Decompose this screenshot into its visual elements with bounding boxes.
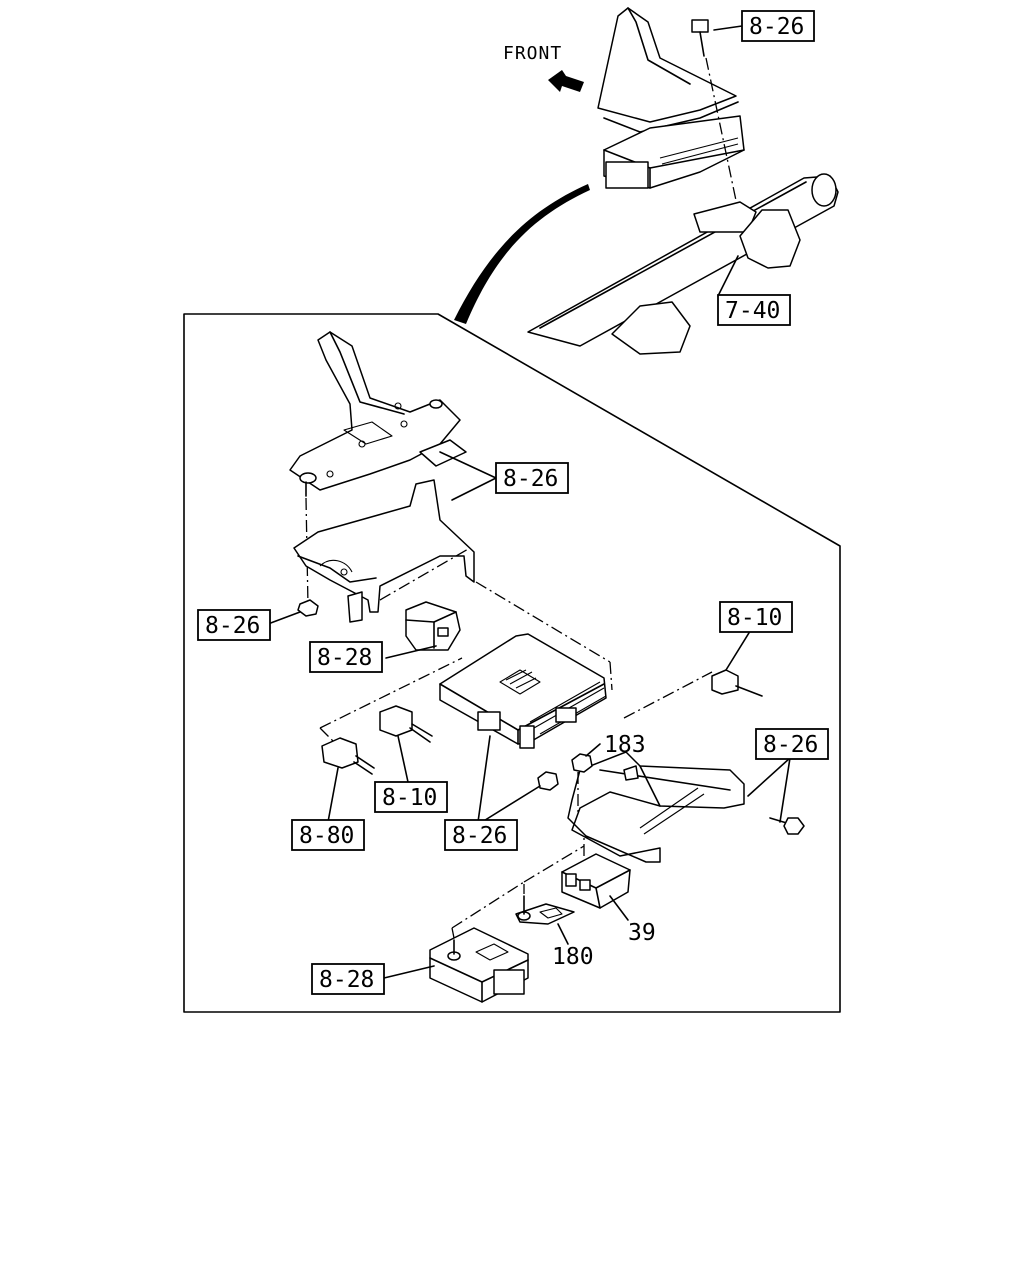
harness-plug — [711, 669, 739, 695]
callout-connector-8-28: 8-28 — [317, 645, 372, 671]
callout-box — [719, 601, 793, 633]
small-bracket — [515, 903, 575, 925]
callout-box — [717, 294, 791, 326]
callout-connector-8-10: 8-10 — [382, 785, 437, 811]
callout-box — [444, 819, 518, 851]
front-label: FRONT — [503, 43, 562, 64]
top-assembly: FRONT 8-26 7-40 — [454, 7, 839, 355]
callout-box — [755, 728, 829, 760]
connector-upper — [405, 601, 461, 651]
callout-bolt-8-26: 8-26 — [763, 732, 818, 758]
callout-nut-8-26: 8-26 — [205, 613, 260, 639]
upper-bracket — [289, 331, 461, 491]
callout-box — [309, 641, 383, 673]
detail-assembly: 8-26 8-26 8-28 8-1 — [197, 331, 829, 1003]
top-connector — [605, 161, 649, 189]
callout-box — [374, 781, 448, 813]
mid-bracket — [293, 479, 475, 613]
callout-top-8-26: 8-26 — [749, 14, 804, 40]
callout-box — [197, 609, 271, 641]
connector-8-10 — [379, 705, 433, 743]
top-bracket — [597, 7, 737, 123]
screw-icon — [299, 472, 317, 497]
part-number-39: 39 — [628, 920, 656, 946]
callout-box — [741, 10, 815, 42]
callout-harness-8-10: 8-10 — [727, 605, 782, 631]
screw-icon — [517, 895, 531, 921]
lower-bracket — [567, 751, 745, 863]
part-number-183: 183 — [604, 732, 646, 758]
relay — [561, 853, 631, 909]
connector-8-80 — [321, 737, 375, 775]
callout-box — [495, 462, 569, 494]
front-arrow-icon — [548, 70, 584, 92]
callout-module-8-28: 8-28 — [319, 967, 374, 993]
callout-ecu-8-26: 8-26 — [452, 823, 507, 849]
nut-icon — [537, 771, 559, 791]
zoom-arrow — [454, 184, 590, 324]
detail-frame — [183, 313, 841, 1013]
bolt-icon — [769, 817, 805, 835]
callout-box — [291, 819, 365, 851]
nut-183-icon — [571, 753, 593, 773]
top-bolt-icon — [691, 19, 709, 57]
callout-bracket-8-26: 8-26 — [503, 466, 558, 492]
nut-icon — [297, 599, 319, 617]
callout-top-7-40: 7-40 — [725, 298, 780, 324]
callout-connector-8-80: 8-80 — [299, 823, 354, 849]
screw-icon — [447, 939, 461, 961]
part-number-180: 180 — [552, 944, 594, 970]
callout-box — [311, 963, 385, 995]
